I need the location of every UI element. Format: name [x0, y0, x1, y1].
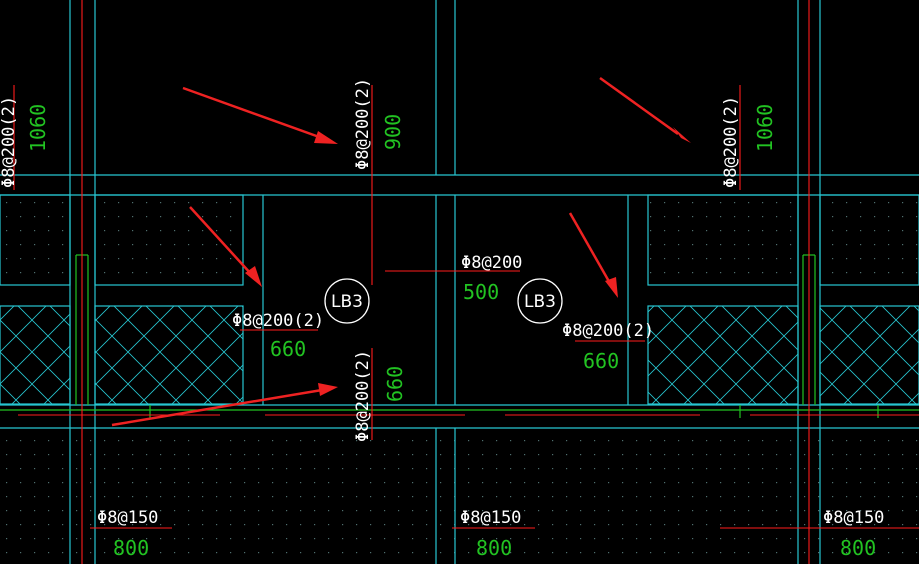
rebar-length-top-right: 1060	[753, 104, 777, 152]
rebar-spec-bottom-3: Φ8@150	[823, 508, 884, 528]
rebar-spec-top-mid: Φ8@200(2)	[353, 78, 373, 170]
slab-label-left[interactable]: LB3	[324, 278, 370, 324]
cross-hatch-regions	[0, 306, 919, 404]
annotation-arrow-top-mid	[182, 86, 338, 144]
rebar-length-top-mid: 900	[381, 114, 405, 150]
annotation-arrow-right-mid	[568, 212, 618, 298]
rebar-lines	[13, 0, 919, 564]
rebar-spec-left-mid: Φ8@200(2)	[232, 311, 324, 331]
rebar-length-bottom-1: 800	[113, 536, 149, 560]
rebar-spec-bottom-mid: Φ8@200(2)	[353, 350, 373, 442]
rebar-length-top-left: 1060	[26, 104, 50, 152]
rebar-spec-top-right: Φ8@200(2)	[721, 96, 741, 188]
annotation-arrow-bottom-mid	[111, 383, 338, 427]
annotation-arrow-left-mid	[189, 206, 262, 287]
rebar-length-bottom-3: 800	[840, 536, 876, 560]
rebar-spec-top-left: Φ8@200(2)	[0, 96, 19, 188]
rebar-length-bottom-2: 800	[476, 536, 512, 560]
dot-hatch-regions	[0, 195, 919, 564]
rebar-spec-right-mid: Φ8@200(2)	[562, 321, 654, 341]
wall-lines	[0, 254, 919, 418]
rebar-length-center: 500	[463, 280, 499, 304]
slab-label-text: LB3	[524, 292, 556, 312]
rebar-length-bottom-mid: 660	[383, 366, 407, 402]
annotation-arrow-top-right	[599, 76, 691, 143]
rebar-spec-bottom-2: Φ8@150	[460, 508, 521, 528]
slab-label-text: LB3	[331, 292, 363, 312]
rebar-spec-center: Φ8@200	[461, 253, 522, 273]
rebar-length-right-mid: 660	[583, 349, 619, 373]
rebar-length-left-mid: 660	[270, 337, 306, 361]
slab-label-right[interactable]: LB3	[517, 278, 563, 324]
rebar-spec-bottom-1: Φ8@150	[97, 508, 158, 528]
